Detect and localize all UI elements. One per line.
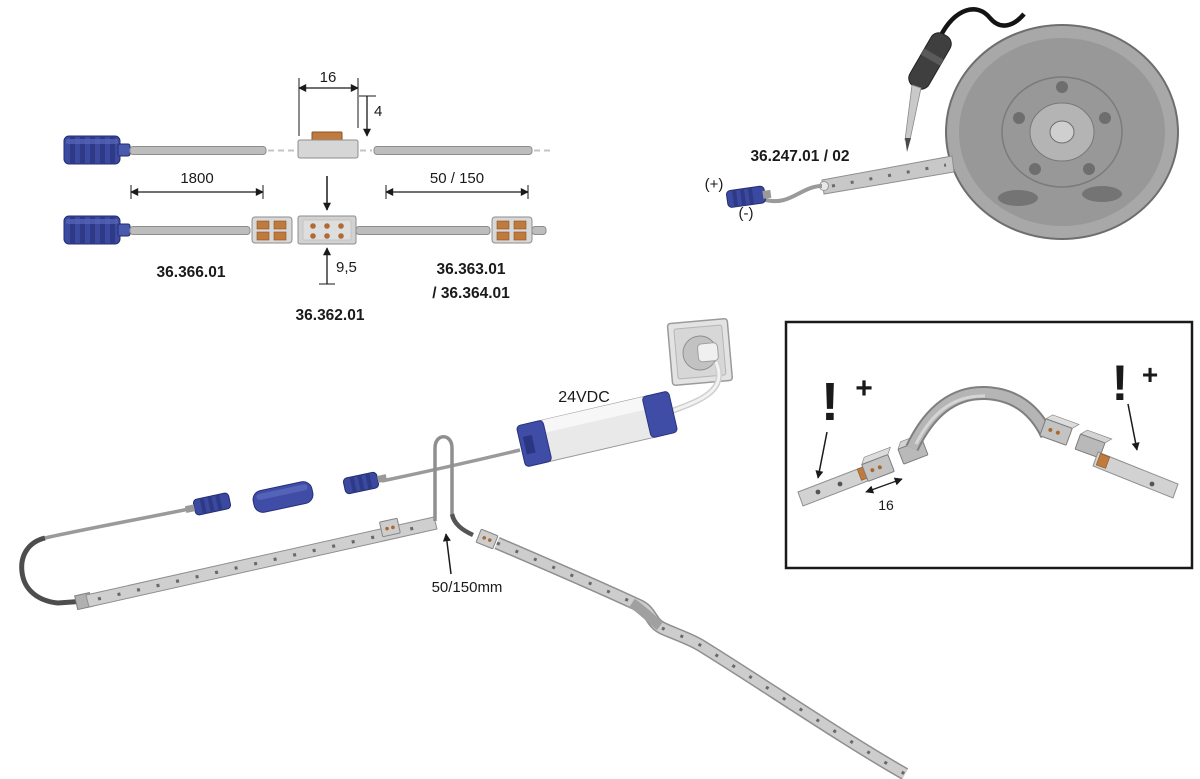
strip-twist — [629, 598, 664, 630]
part-number-strip-a: 36.363.01 — [437, 261, 506, 278]
polarity-minus-label: (-) — [739, 205, 754, 222]
loop-length-label: 50/150mm — [432, 579, 503, 596]
warning-arrow-left — [815, 431, 828, 479]
feed-wire — [761, 184, 823, 203]
cable-clip-dimension-drawing: 16 4 9,5 1800 — [63, 69, 550, 324]
loop-to-strip-bend — [449, 513, 474, 538]
inset-clip — [1074, 429, 1113, 459]
lead-wire — [44, 506, 195, 540]
led-strip-segment-1 — [74, 516, 438, 611]
blue-plug-connector — [63, 215, 131, 245]
part-number-clip: 36.362.01 — [296, 307, 365, 324]
warning-exclamation-icon: ! — [821, 372, 839, 432]
blue-plug-connector-small — [726, 185, 772, 208]
power-plug — [697, 342, 719, 363]
wall-outlet — [666, 318, 734, 387]
inset-clip — [1039, 414, 1080, 446]
mains-cable-highlight — [671, 361, 721, 413]
polarity-plus-icon: + — [1142, 359, 1158, 390]
dimension-label-strip-height: 4 — [374, 103, 382, 120]
soldering-iron — [904, 7, 1026, 152]
strip-clip — [379, 517, 401, 538]
dimension-label-clip-depth: 9,5 — [336, 259, 357, 276]
iron-cord — [938, 7, 1026, 39]
strip-clip — [475, 528, 499, 550]
inset-dimension-line-16 — [865, 477, 903, 494]
system-assembly-illustration: 24VDC — [19, 318, 909, 779]
part-number-lead-cable: 36.366.01 — [157, 264, 226, 281]
corner-connection-inset: ! + 16 — [784, 320, 1194, 570]
strip-clip-side-view — [297, 131, 359, 159]
strip-clip-top-view — [297, 215, 357, 245]
power-supply-24vdc — [516, 391, 678, 467]
service-loop-wire — [433, 435, 454, 521]
loop-length-arrow — [442, 533, 452, 575]
inset-right-strip — [1092, 451, 1179, 499]
dc-wire — [381, 448, 521, 483]
psu-voltage-label: 24VDC — [558, 389, 610, 406]
inset-bent-strip — [905, 385, 1054, 452]
led-strip-segment-2 — [494, 537, 909, 779]
solder-terminal-block — [491, 216, 533, 244]
polarity-plus-label: (+) — [705, 176, 724, 193]
inset-clip — [861, 446, 895, 482]
warning-exclamation-icon: ! — [1112, 355, 1129, 411]
part-number-strip-b: / 36.364.01 — [432, 285, 510, 302]
led-tape-reel — [945, 24, 1179, 240]
cable-stub — [531, 226, 547, 235]
cable-segment — [355, 226, 491, 235]
warning-arrow-right — [1127, 403, 1140, 451]
inset-border — [784, 320, 1194, 570]
dimension-label-lead-length: 1800 — [180, 170, 213, 187]
blue-plug-connector-male — [342, 471, 388, 495]
dimension-label-clip-width: 16 — [320, 69, 337, 86]
blue-plug-connector-female — [184, 492, 232, 516]
dimension-label-tail-length: 50 / 150 — [430, 170, 484, 187]
cable-segment — [129, 146, 267, 155]
solder-terminal-block — [251, 216, 293, 244]
polarity-plus-icon: + — [855, 372, 873, 405]
cable-segment — [373, 146, 533, 155]
blue-plug-connector — [63, 135, 131, 165]
reel-soldering-illustration: 36.247.01 / 02 (+) (-) — [705, 7, 1179, 240]
cable-segment — [129, 226, 251, 235]
inset-dimension-label: 16 — [878, 497, 894, 513]
part-number-reel: 36.247.01 / 02 — [750, 148, 849, 165]
blue-connector-sleeve — [252, 481, 314, 513]
wire-hook-loop — [19, 535, 87, 606]
led-tape-from-reel — [819, 155, 955, 195]
